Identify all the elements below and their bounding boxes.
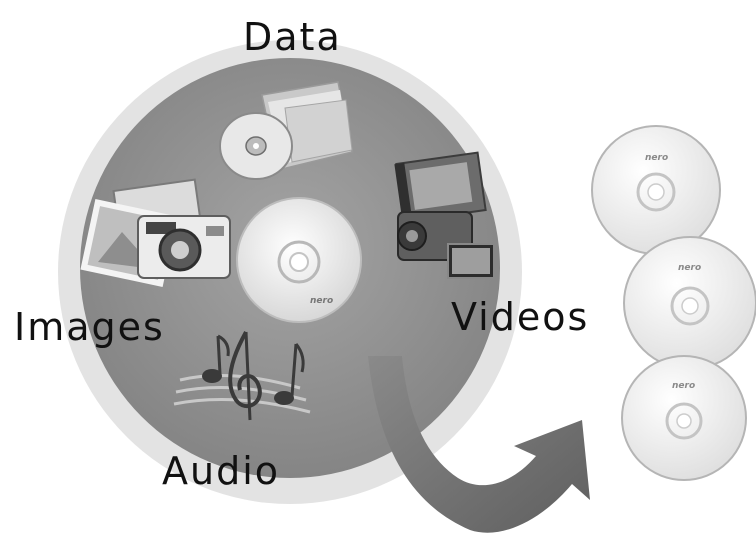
output-disc-3: nero (621, 355, 747, 481)
disc-brand-logo: nero (678, 263, 701, 273)
output-disc-2: nero (623, 236, 756, 370)
output-disc-1: nero (591, 125, 721, 255)
videos-camcorder-icon (394, 151, 495, 279)
audio-music-notes-icon (173, 331, 311, 421)
curved-arrow-icon (368, 356, 590, 533)
images-label: Images (14, 305, 165, 349)
videos-label: Videos (451, 295, 590, 339)
audio-label: Audio (162, 449, 281, 493)
disc-brand-logo: nero (672, 381, 695, 391)
svg-text:nero: nero (310, 296, 333, 306)
images-photos-icon (80, 178, 231, 287)
data-label: Data (243, 15, 342, 59)
disc-brand-logo: nero (645, 153, 668, 163)
center-disc-icon: nero (236, 197, 362, 323)
data-folder-icon (219, 81, 353, 180)
